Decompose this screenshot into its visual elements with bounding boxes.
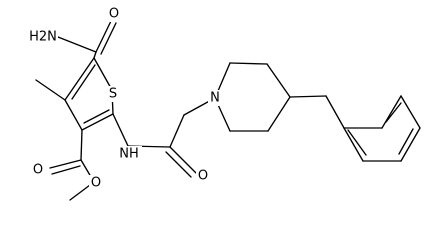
bond-carbonyl-ch2	[169, 114, 185, 148]
bond-ring-c5-s	[93, 57, 113, 91]
bond-pip-ch2	[289, 95, 327, 98]
bond-ch2-phenyl	[325, 95, 345, 129]
bond-amide-c-ring	[93, 51, 97, 59]
bond-ring-c2-c3	[81, 113, 114, 131]
bond-amide-c-n	[57, 36, 97, 53]
amide-nh-label: NH	[119, 147, 139, 162]
bond-amide-c-o-1	[95, 20, 112, 53]
ester-carbonyl-oxygen-label: O	[33, 163, 43, 178]
bond-carbonyl-o-1	[169, 146, 197, 174]
molecule-structure-diagram: H2N O S NH O N O O	[28, 6, 421, 201]
bond-amide-c-o-2	[100, 22, 117, 55]
acetamide-oxygen-label: O	[198, 169, 208, 184]
piperidine-nitrogen-label: N	[210, 91, 220, 106]
bond-pip-c4-c5	[267, 96, 291, 132]
bond-lines	[35, 20, 421, 201]
bond-ester-c-ring	[80, 129, 83, 161]
bond-ph-4-5	[400, 127, 421, 162]
bond-ph-inner-b	[398, 128, 414, 155]
bond-ring-nh	[112, 113, 129, 147]
ester-ether-oxygen-label: O	[91, 176, 101, 191]
bond-pip-c2-c3	[229, 62, 268, 65]
bond-ring-c2-c3-inner	[83, 109, 110, 124]
bond-carbonyl-o-2	[165, 151, 192, 178]
bond-ring-c3-c4	[64, 99, 83, 131]
bond-ester-c-o-double-1	[49, 159, 82, 169]
atom-labels: H2N O S NH O N O O	[28, 6, 222, 191]
bond-ph-6-1	[343, 127, 364, 162]
bond-ph-2-3	[381, 95, 402, 129]
bond-methyl	[35, 79, 66, 101]
amide-nh2-label: H2N	[29, 30, 57, 45]
amide-oxygen-label: O	[109, 7, 119, 22]
bond-pip-c3-c4	[266, 63, 291, 98]
bond-ring-c4-c5	[64, 57, 95, 101]
bond-ph-inner-a	[385, 102, 402, 123]
bond-ph-3-4	[400, 95, 421, 129]
bond-ester-c-o-double-2	[51, 165, 81, 175]
bond-ph-inner-c	[347, 129, 367, 156]
bond-ring-c4-c5-inner	[71, 64, 96, 100]
thiophene-sulfur-label: S	[109, 87, 117, 102]
